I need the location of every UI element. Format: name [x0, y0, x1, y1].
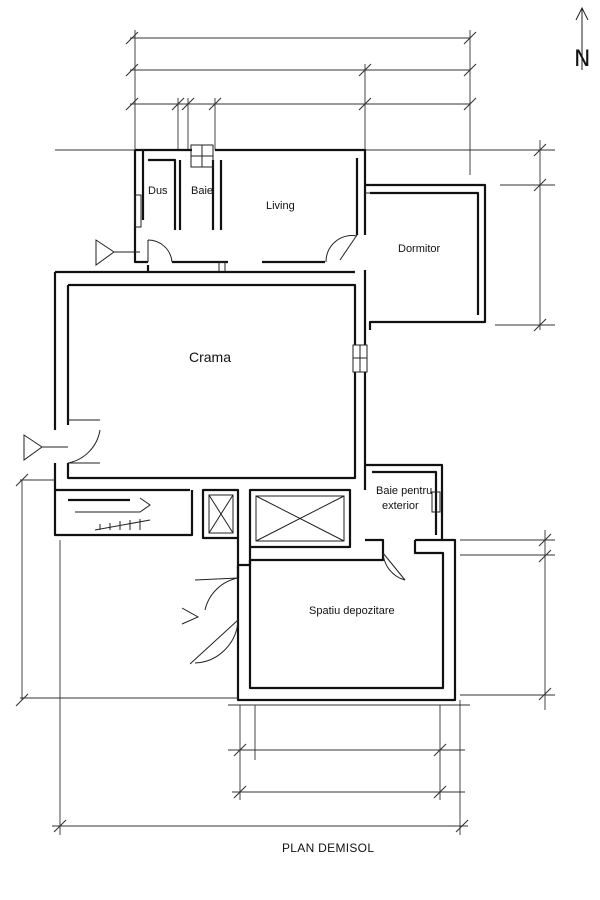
room-label-spatiu-depozitare: Spatiu depozitare — [309, 605, 395, 617]
depozitare-walls — [236, 538, 457, 702]
room-label-dormitor: Dormitor — [398, 243, 441, 255]
room-label-baie-exterior-line1: Baie pentru — [376, 485, 432, 497]
baie-exterior-walls — [365, 463, 444, 553]
entrance-arrow-icon — [95, 239, 140, 266]
dormitor-walls — [365, 183, 487, 330]
north-label: N — [574, 47, 590, 72]
north-arrow-icon: N — [574, 6, 590, 72]
doors — [67, 234, 406, 665]
room-label-living: Living — [266, 200, 295, 212]
room-label-baie: Baie — [191, 185, 213, 197]
plan-title: PLAN DEMISOL — [282, 841, 374, 855]
room-label-dus: Dus — [148, 185, 168, 197]
entrance-arrow-icon — [181, 607, 200, 625]
room-label-baie-exterior-line2: exterior — [382, 500, 419, 512]
crama-walls — [53, 265, 368, 492]
stair-corridor — [53, 490, 194, 537]
upper-block-walls — [133, 144, 367, 273]
entrance-arrow-icon — [23, 434, 68, 461]
lower-dimensions — [15, 473, 470, 835]
right-dimensions-lower — [460, 530, 555, 710]
top-dimensions — [55, 30, 555, 175]
room-label-crama: Crama — [189, 349, 231, 365]
shafts — [201, 488, 352, 567]
right-dimensions-upper — [495, 140, 555, 332]
